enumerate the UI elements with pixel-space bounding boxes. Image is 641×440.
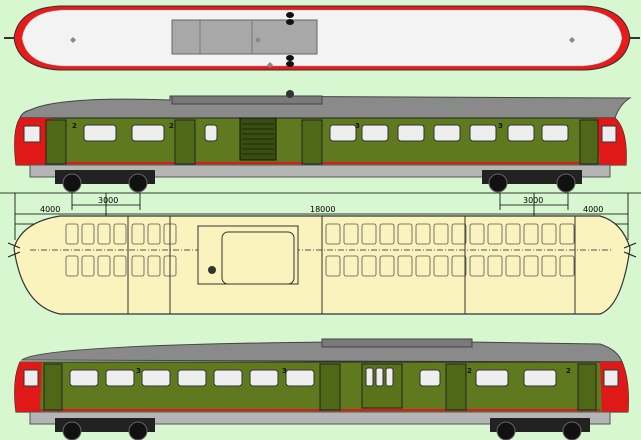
seat [451, 255, 467, 277]
seat [325, 255, 341, 277]
seat [469, 223, 485, 245]
seat [505, 223, 521, 245]
bogie [55, 170, 155, 193]
seat [361, 255, 377, 277]
seat [325, 223, 341, 245]
seat [131, 255, 145, 277]
seat [451, 223, 467, 245]
seat [415, 255, 431, 277]
seat [131, 223, 145, 245]
seat [559, 223, 575, 245]
side-roof [19, 95, 632, 119]
class-label: 2 [169, 122, 174, 130]
horn-icon [286, 19, 294, 25]
seat [65, 223, 79, 245]
dimension-label: 4000 [583, 205, 603, 214]
seat [97, 255, 111, 277]
class-label: 2 [72, 122, 77, 130]
dimension-label: 18000 [310, 205, 335, 214]
roof-surface [21, 9, 623, 67]
bogie [482, 170, 582, 193]
seat [361, 223, 377, 245]
seat [113, 255, 127, 277]
seat [147, 255, 161, 277]
seat [81, 255, 95, 277]
seat [541, 255, 557, 277]
door [579, 119, 599, 165]
seat [505, 255, 521, 277]
seat [113, 223, 127, 245]
seat [541, 223, 557, 245]
seat [523, 223, 539, 245]
seat [81, 223, 95, 245]
horn-icon [286, 90, 294, 98]
dimension-label: 4000 [40, 205, 60, 214]
seat [487, 255, 503, 277]
seat [469, 255, 485, 277]
door [174, 119, 196, 165]
seat [65, 255, 79, 277]
seat [343, 223, 359, 245]
horn-icon [286, 55, 294, 61]
class-label: 3 [498, 122, 503, 130]
class-label: 3 [136, 367, 141, 375]
seat [397, 255, 413, 277]
seat [487, 223, 503, 245]
window-row [83, 124, 569, 142]
seat [343, 255, 359, 277]
roof-equipment [171, 95, 323, 105]
floor-plan [7, 215, 637, 315]
door [577, 363, 597, 411]
roof-view [4, 5, 640, 71]
class-label: 2 [467, 367, 472, 375]
seat [147, 223, 161, 245]
class-label: 2 [566, 367, 571, 375]
seat [559, 255, 575, 277]
seat [433, 255, 449, 277]
seat [397, 223, 413, 245]
door [43, 363, 63, 411]
horn-icon [286, 12, 294, 18]
seat [379, 223, 395, 245]
side-view-lower: 3 3 2 2 [14, 338, 629, 440]
class-label: 3 [282, 367, 287, 375]
seat [97, 223, 111, 245]
dimension-label: 3000 [523, 196, 543, 205]
seat [379, 255, 395, 277]
underframe [29, 164, 611, 178]
window-row [69, 367, 557, 387]
roof-equipment [321, 338, 473, 348]
door [45, 119, 67, 165]
bogie [490, 418, 590, 440]
seat [523, 255, 539, 277]
horn-icon [286, 61, 294, 67]
dimension-label: 3000 [98, 196, 118, 205]
door [301, 119, 323, 165]
seat [433, 223, 449, 245]
bogie [55, 418, 155, 440]
roof-equipment-box [171, 19, 318, 55]
underframe [29, 411, 611, 425]
door [319, 363, 341, 411]
class-label: 3 [355, 122, 360, 130]
door [445, 363, 467, 411]
seat [415, 223, 431, 245]
side-view-upper: 2 2 3 3 [14, 90, 632, 193]
